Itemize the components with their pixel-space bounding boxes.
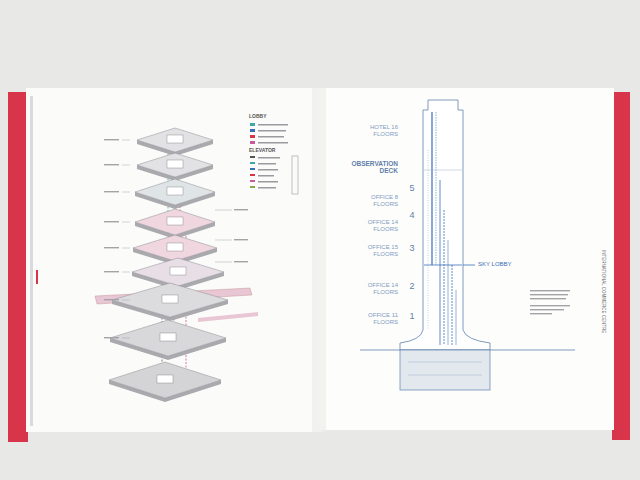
legend-heading: LOBBY <box>249 114 289 120</box>
zone-label: OFFICE 15 FLOORS <box>358 244 398 258</box>
zone-label: OBSERVATION DECK <box>350 160 398 175</box>
leader-line <box>104 247 130 248</box>
floor-plate <box>137 128 213 156</box>
zone-label: OFFICE 14 FLOORS <box>358 219 398 233</box>
callout-number-slot: 4 <box>406 210 418 220</box>
legend-heading-slot: LOBBY <box>249 114 289 120</box>
zone-label: OFFICE 11 FLOORS <box>358 312 398 326</box>
zone-label-slot: HOTEL 16 FLOORS <box>358 124 398 138</box>
zone-label-slot: OFFICE 14 FLOORS <box>358 219 398 233</box>
zone-label-slot: OFFICE 11 FLOORS <box>358 312 398 326</box>
callout-number: 3 <box>406 243 418 253</box>
leader-line <box>104 191 130 192</box>
floor-plate <box>135 209 215 239</box>
leader-line <box>104 299 130 300</box>
page-edge-mark <box>30 96 33 426</box>
zone-label-slot: OFFICE 8 FLOORS <box>358 194 398 208</box>
leader-line <box>104 271 130 272</box>
floor-plate <box>112 283 228 321</box>
callout-number: 1 <box>406 311 418 321</box>
callout-number-slot: 5 <box>406 183 418 193</box>
callout-number: 4 <box>406 210 418 220</box>
callout-number: 2 <box>406 281 418 291</box>
gutter-shadow <box>312 88 326 432</box>
exploded-axonometric <box>95 128 258 402</box>
leader-line <box>215 262 232 263</box>
caption-graphic <box>530 290 570 314</box>
callout-number-slot: 1 <box>406 311 418 321</box>
floor-plate <box>110 320 226 360</box>
leader-line <box>104 221 130 222</box>
zone-label-slot: OBSERVATION DECK <box>350 160 398 175</box>
callout-bar <box>234 261 248 262</box>
zone-label: OFFICE 8 FLOORS <box>358 194 398 208</box>
legend-heading: ELEVATOR <box>249 148 289 154</box>
legend-heading-slot: ELEVATOR <box>249 148 289 154</box>
zone-label-slot: OFFICE 15 FLOORS <box>358 244 398 258</box>
legend-graphic <box>250 123 298 194</box>
leader-line <box>104 139 130 140</box>
callout-bar <box>234 239 248 240</box>
sky-lobby-label-slot: SKY LOBBY <box>478 261 528 268</box>
callout-number: 5 <box>406 183 418 193</box>
right-page <box>318 88 614 430</box>
leader-line <box>215 240 232 241</box>
callout-number-slot: 2 <box>406 281 418 291</box>
running-head-slot: INTERNATIONAL COMMERCE CENTRE <box>601 250 606 380</box>
zone-label-slot: OFFICE 14 FLOORS <box>358 282 398 296</box>
leader-line <box>215 210 232 211</box>
sky-lobby-label: SKY LOBBY <box>478 261 528 268</box>
leader-line <box>104 164 130 165</box>
book-cover <box>612 92 630 440</box>
zone-label: OFFICE 14 FLOORS <box>358 282 398 296</box>
floor-plate <box>135 179 215 209</box>
book-cover <box>8 92 28 442</box>
running-head: INTERNATIONAL COMMERCE CENTRE <box>601 250 606 380</box>
callout-bar <box>234 209 248 210</box>
leader-line <box>104 337 130 338</box>
floor-plate <box>109 362 221 402</box>
zone-label: HOTEL 16 FLOORS <box>358 124 398 138</box>
leader-line <box>463 265 475 266</box>
page-edge-mark <box>36 270 38 284</box>
walkway <box>198 312 258 322</box>
callout-number-slot: 3 <box>406 243 418 253</box>
floor-plate <box>137 153 213 181</box>
left-page <box>26 88 322 432</box>
